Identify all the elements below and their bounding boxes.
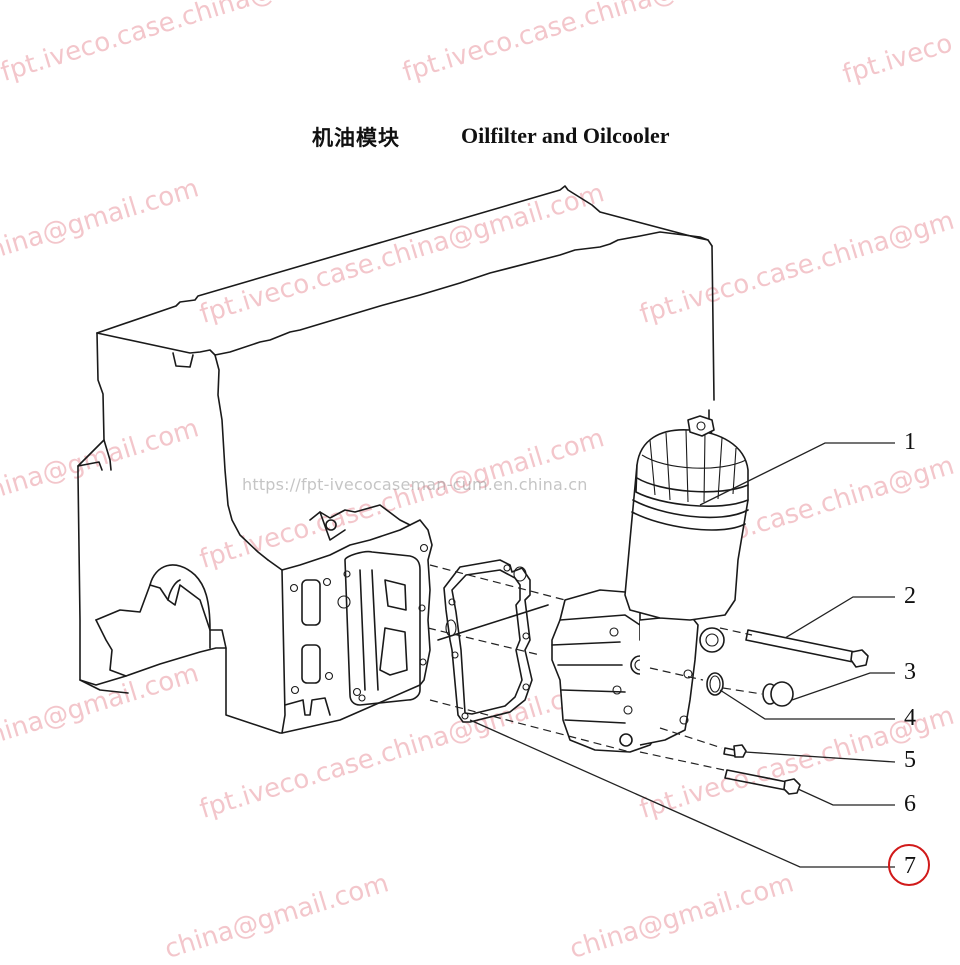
gasket	[443, 559, 533, 723]
leader-lines	[469, 442, 896, 868]
title-chinese: 机油模块	[312, 126, 400, 150]
url-watermark: https://fpt-ivecocaseman-cum.en.china.cn	[242, 475, 588, 494]
title-english: Oilfilter and Oilcooler	[461, 123, 670, 148]
bolt-long-part-2	[745, 629, 869, 668]
callout-4: 4	[904, 705, 916, 731]
bolt-part-6	[724, 769, 801, 795]
bolt-short-part-5	[723, 744, 747, 758]
callout-1: 1	[904, 429, 916, 455]
callout-2: 2	[904, 583, 916, 609]
highlight-circle	[888, 844, 930, 886]
callout-3: 3	[904, 659, 916, 685]
callout-7: 7	[904, 853, 916, 879]
diagram-title: 机油模块 Oilfilter and Oilcooler	[0, 122, 960, 158]
engine-block	[77, 185, 729, 734]
plug-part-3	[762, 681, 794, 707]
callout-5: 5	[904, 747, 916, 773]
callout-6: 6	[904, 791, 916, 817]
block-mounting-flange	[267, 504, 433, 734]
seal-ring-part-4	[706, 672, 724, 696]
oil-filter-housing	[624, 415, 749, 621]
oil-cooler-housing	[551, 589, 725, 753]
